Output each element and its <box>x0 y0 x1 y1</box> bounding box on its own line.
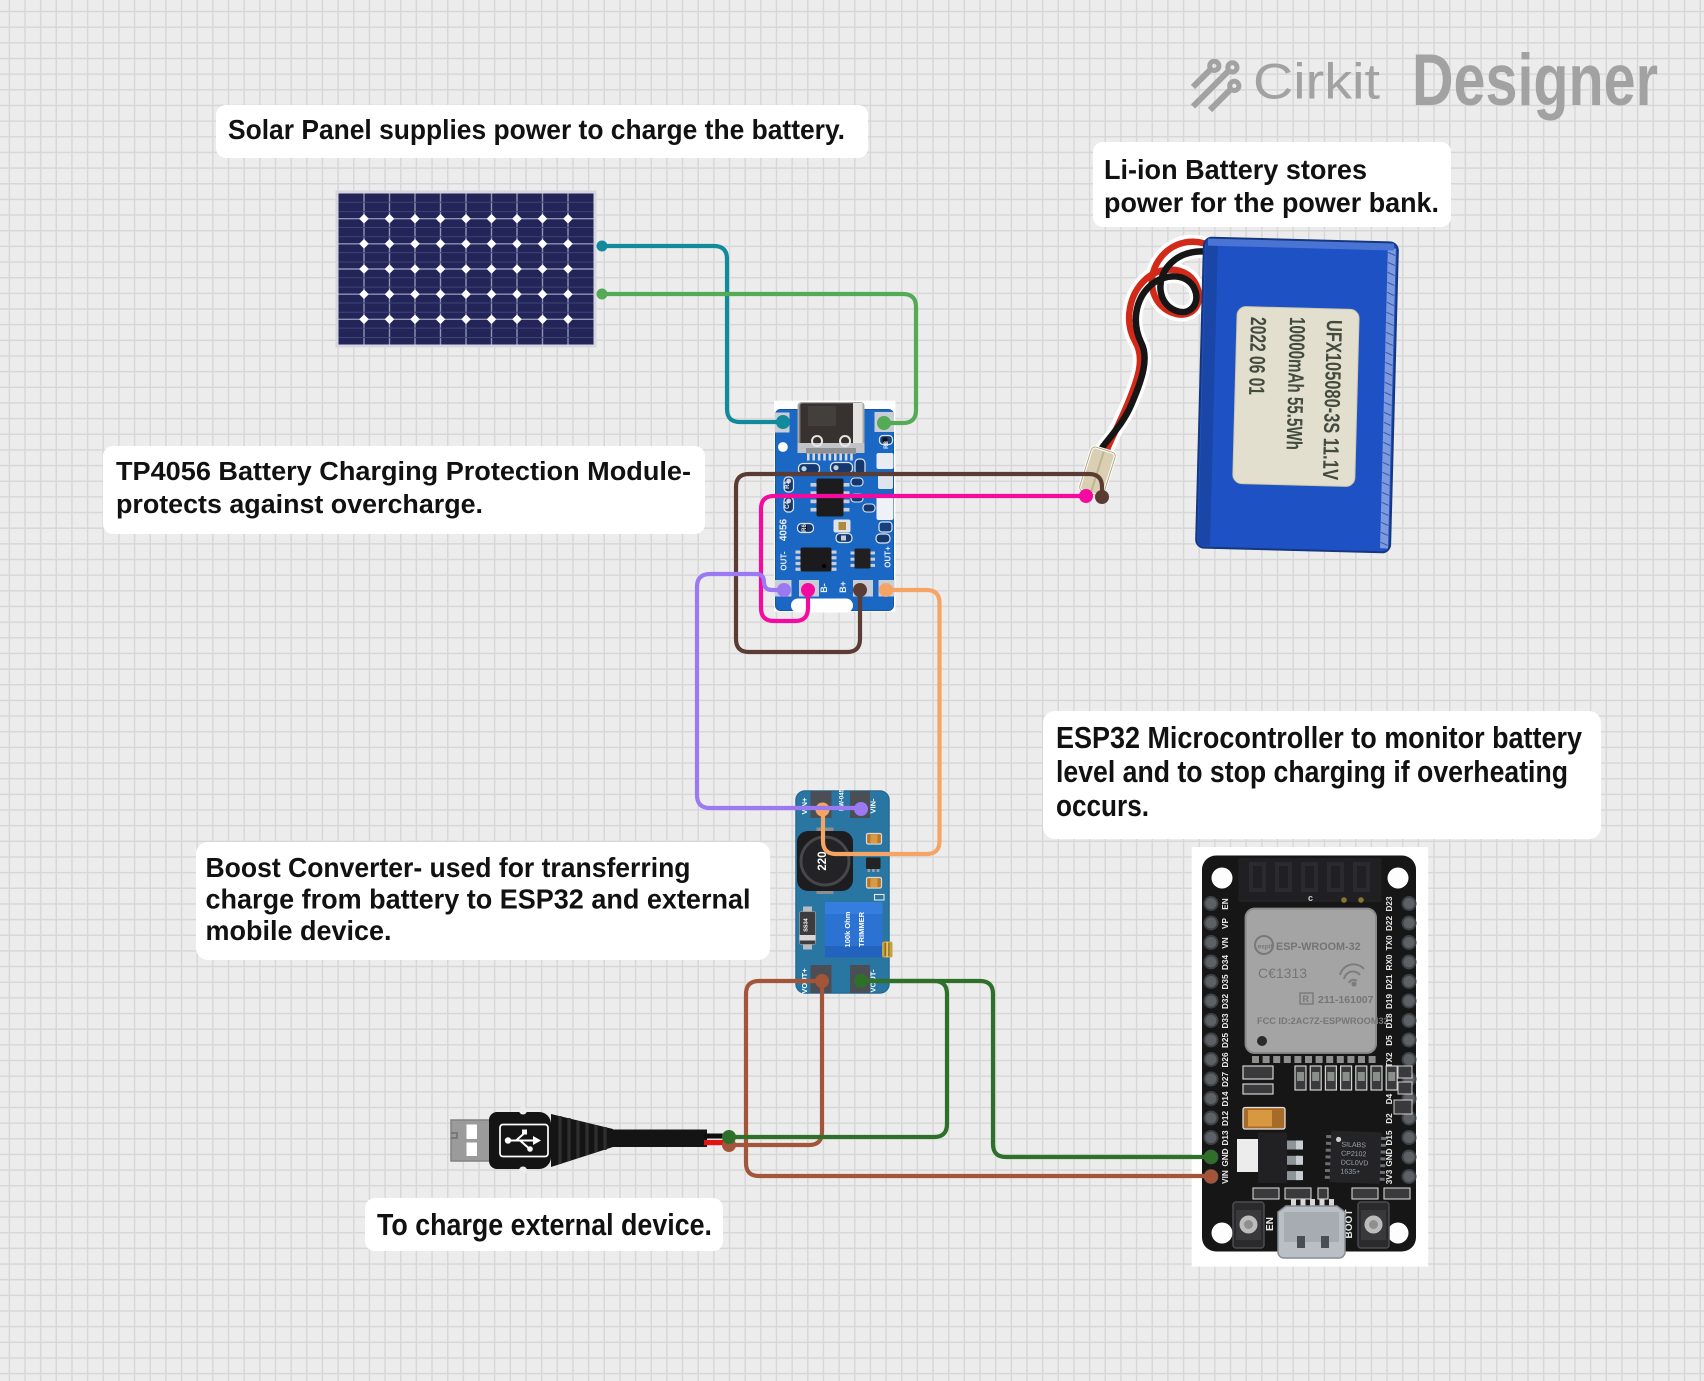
svg-text:TP4056 Battery Charging Protec: TP4056 Battery Charging Protection Modul… <box>116 458 691 486</box>
svg-text:C4: C4 <box>785 501 791 509</box>
svg-text:Boost Converter- used for tran: Boost Converter- used for transferring <box>206 852 691 883</box>
svg-text:220: 220 <box>817 851 829 870</box>
svg-text:Designer: Designer <box>1412 40 1658 121</box>
svg-text:VIN: VIN <box>1221 1170 1230 1184</box>
svg-text:charge from battery to ESP32 a: charge from battery to ESP32 and externa… <box>206 884 751 915</box>
svg-text:10000mAh 55.5Wh: 10000mAh 55.5Wh <box>1282 317 1310 451</box>
svg-text:D13: D13 <box>1221 1130 1230 1145</box>
svg-text:CP2102: CP2102 <box>1341 1151 1367 1159</box>
svg-text:mobile device.: mobile device. <box>206 915 392 946</box>
svg-text:D14: D14 <box>1221 1091 1230 1106</box>
svg-text:R: R <box>1303 994 1310 1004</box>
svg-text:D18: D18 <box>1385 1013 1394 1028</box>
svg-text:Solar Panel supplies power to: Solar Panel supplies power to charge the… <box>228 114 845 145</box>
svg-text:power for the power bank.: power for the power bank. <box>1104 187 1439 218</box>
svg-text:D2: D2 <box>1385 1113 1394 1124</box>
svg-text:FCC ID:2AC7Z-ESPWROOM32: FCC ID:2AC7Z-ESPWROOM32 <box>1257 1016 1389 1026</box>
svg-text:HW-045: HW-045 <box>840 788 846 811</box>
svg-text:D5: D5 <box>1385 1035 1394 1046</box>
svg-text:211-161007: 211-161007 <box>1318 994 1374 1006</box>
svg-text:UFX105080-3S 11.1V: UFX105080-3S 11.1V <box>1318 320 1347 481</box>
svg-text:VIN+: VIN+ <box>800 797 809 815</box>
svg-text:espif: espif <box>1258 944 1274 951</box>
svg-text:GND: GND <box>1385 1148 1394 1166</box>
svg-text:D22: D22 <box>1385 916 1394 931</box>
svg-text:To charge external device.: To charge external device. <box>377 1207 712 1242</box>
svg-text:ESP32 Microcontroller to monit: ESP32 Microcontroller to monitor battery <box>1056 720 1583 755</box>
svg-text:D33: D33 <box>1221 1013 1230 1028</box>
svg-text:B+: B+ <box>838 581 848 593</box>
svg-text:c: c <box>1308 893 1313 903</box>
svg-text:TRIMMER: TRIMMER <box>857 911 866 947</box>
svg-text:occurs.: occurs. <box>1056 788 1149 823</box>
svg-text:VN: VN <box>1221 937 1230 948</box>
svg-text:3V3: 3V3 <box>1385 1169 1394 1184</box>
svg-text:D19: D19 <box>1385 994 1394 1009</box>
svg-text:D25: D25 <box>1221 1033 1230 1048</box>
svg-text:100k Ohm: 100k Ohm <box>843 911 852 947</box>
svg-text:OUT+: OUT+ <box>884 546 893 568</box>
svg-text:B-: B- <box>819 583 829 593</box>
svg-text:VP: VP <box>1221 918 1230 929</box>
svg-text:D12: D12 <box>1221 1111 1230 1126</box>
svg-text:EN: EN <box>1265 1217 1276 1231</box>
svg-text:protects against overcharge.: protects against overcharge. <box>116 491 483 519</box>
svg-text:OUT-: OUT- <box>780 551 789 570</box>
svg-text:D21: D21 <box>1385 974 1394 989</box>
svg-text:TX0: TX0 <box>1385 935 1394 950</box>
svg-text:Cirkit: Cirkit <box>1253 54 1380 110</box>
svg-text:RX0: RX0 <box>1385 954 1394 970</box>
svg-text:4056: 4056 <box>779 518 790 541</box>
svg-text:D15: D15 <box>1385 1130 1394 1145</box>
svg-text:level and to stop charging if: level and to stop charging if overheatin… <box>1056 754 1568 789</box>
svg-text:D32: D32 <box>1221 994 1230 1009</box>
svg-text:R8: R8 <box>884 441 890 449</box>
svg-text:GND: GND <box>1221 1148 1230 1166</box>
svg-text:D23: D23 <box>1385 896 1394 911</box>
svg-text:VIN-: VIN- <box>869 798 878 814</box>
svg-text:R3: R3 <box>785 481 791 489</box>
svg-text:D4: D4 <box>1385 1093 1394 1104</box>
svg-text:D35: D35 <box>1221 974 1230 989</box>
svg-text:R6: R6 <box>802 524 808 532</box>
svg-text:Li-ion Battery stores: Li-ion Battery stores <box>1104 154 1367 185</box>
svg-text:D27: D27 <box>1221 1072 1230 1087</box>
svg-text:ESP-WROOM-32: ESP-WROOM-32 <box>1276 941 1361 953</box>
svg-text:D26: D26 <box>1221 1052 1230 1067</box>
svg-text:1635+: 1635+ <box>1340 1169 1360 1177</box>
svg-text:SS34: SS34 <box>804 917 810 931</box>
svg-text:BOOT: BOOT <box>1344 1210 1355 1239</box>
svg-text:SILABS: SILABS <box>1341 1142 1366 1150</box>
svg-text:DCL0VD: DCL0VD <box>1341 1160 1369 1168</box>
svg-text:EN: EN <box>1221 898 1230 909</box>
svg-text:TX2: TX2 <box>1385 1052 1394 1067</box>
svg-text:C€1313: C€1313 <box>1258 965 1307 981</box>
svg-text:2022 06 01: 2022 06 01 <box>1244 317 1271 396</box>
svg-text:D34: D34 <box>1221 955 1230 970</box>
